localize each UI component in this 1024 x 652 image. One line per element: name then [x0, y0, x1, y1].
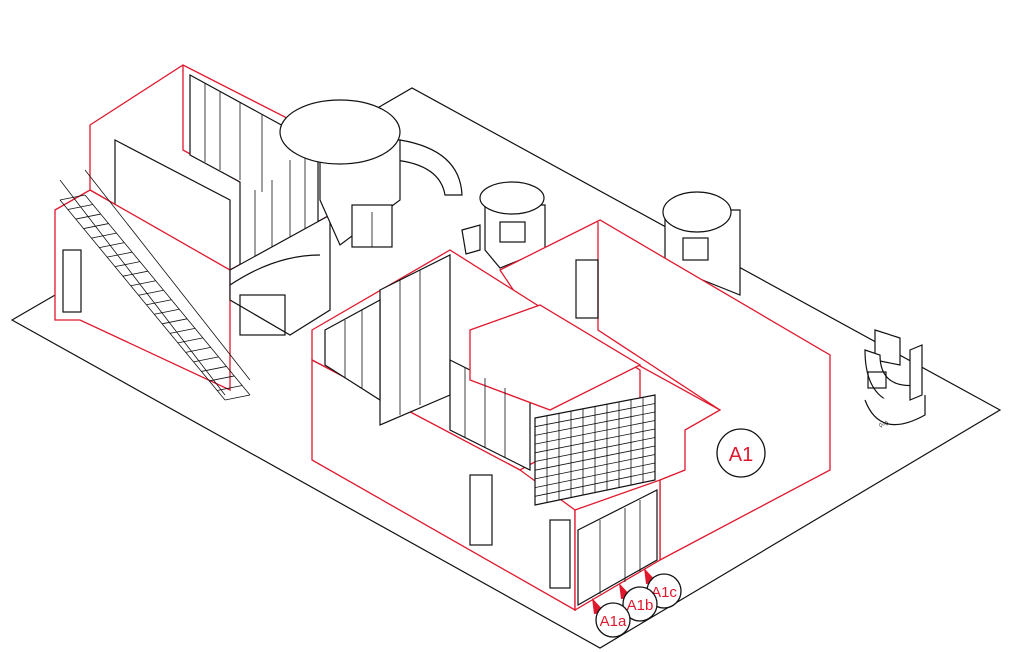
- stair-step: [201, 366, 227, 372]
- stair-step: [114, 261, 141, 268]
- tile-line: [534, 471, 656, 497]
- stair-step: [107, 251, 133, 258]
- stair-step: [75, 213, 101, 220]
- tile-line: [534, 437, 656, 462]
- stair-step: [154, 308, 180, 315]
- stair-step: [224, 394, 251, 401]
- tile-line: [534, 462, 656, 488]
- stair-step: [217, 385, 243, 391]
- stair-step: [138, 289, 164, 296]
- view-marker-a1c[interactable]: A1c: [644, 568, 682, 609]
- two-storey-booth: [54, 64, 331, 392]
- stair-step: [177, 337, 203, 344]
- view-marker-a1b[interactable]: A1b: [619, 583, 658, 622]
- desk-logo: ◊▫◊: [878, 420, 890, 430]
- staircase: (function(){var s=document.currentScript…: [59, 169, 251, 401]
- stair-step: [169, 327, 196, 334]
- view-marker-text: A1b: [627, 597, 654, 614]
- round-booth: [279, 99, 463, 248]
- kiosk-booth-1: [461, 181, 546, 269]
- stair-step: [83, 223, 109, 229]
- stair-step: [67, 204, 93, 210]
- stair-step: [122, 270, 148, 277]
- area-label-text: A1: [729, 444, 753, 466]
- tile-wall: (function(){var s=document.currentScript…: [534, 394, 656, 506]
- stair-step: [99, 242, 125, 249]
- stair-step: [209, 375, 235, 382]
- stair-step: [91, 232, 117, 239]
- tile-line: [534, 454, 656, 480]
- view-marker-a1a[interactable]: A1a: [592, 598, 631, 638]
- view-marker-text: A1a: [600, 613, 627, 630]
- reception-desk: ◊▫◊: [864, 329, 926, 430]
- kiosk-booth-2: [662, 191, 741, 296]
- stair-step: [193, 356, 219, 363]
- area-label-a1: A1: [716, 428, 766, 478]
- stair-step: [146, 299, 172, 306]
- stair-step: [162, 318, 188, 325]
- stair-step: [59, 194, 86, 201]
- stair-step: [185, 346, 211, 353]
- view-marker-text: A1c: [651, 584, 677, 601]
- tile-line: [534, 445, 656, 471]
- stair-step: [130, 280, 156, 287]
